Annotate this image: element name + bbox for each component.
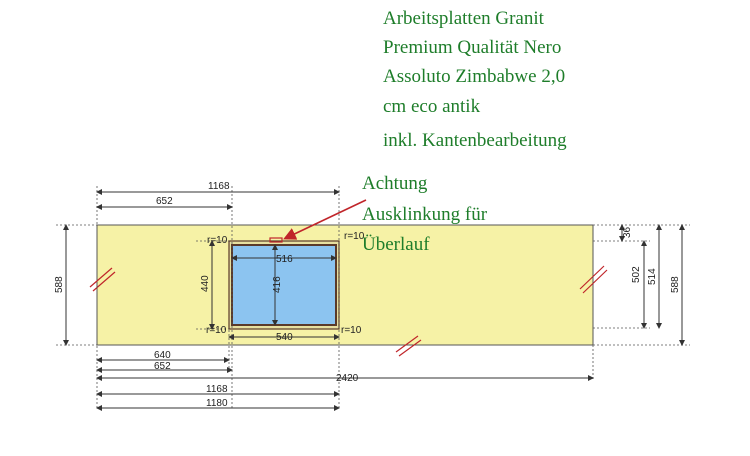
- dim-top-1168-label: 1168: [208, 181, 230, 192]
- title-line-3: Assoluto Zimbabwe 2,0: [383, 66, 565, 87]
- dim-bottom-1168-label: 1168: [206, 384, 228, 395]
- note-block: Achtung Ausklinkung für Überlauf: [362, 173, 488, 255]
- break-mark-bottom: [395, 335, 422, 357]
- dim-top-652-label: 652: [156, 196, 173, 207]
- overflow-notch: [269, 237, 283, 243]
- radius-label-bottom-left: r=10: [206, 325, 227, 336]
- dim-bottom-640-label: 640: [154, 350, 171, 361]
- title-block: Arbeitsplatten Granit Premium Qualität N…: [383, 8, 567, 151]
- dim-right-514-label: 514: [647, 268, 658, 285]
- radius-label-top-left: r=10: [207, 235, 228, 246]
- dim-right-502-label: 502: [631, 266, 642, 283]
- dim-bottom-2420-label: 2420: [336, 373, 359, 384]
- dim-bottom-1180-label: 1180: [206, 398, 228, 409]
- break-mark-right: [579, 265, 608, 294]
- radius-label-top-right: r=10: [344, 231, 365, 242]
- countertop: [96, 224, 594, 346]
- dim-cut-540-label: 540: [276, 332, 293, 343]
- title-line-4: cm eco antik: [383, 96, 481, 117]
- note-line-2: Ausklinkung für: [362, 204, 488, 225]
- radius-label-bottom-right: r=10: [341, 325, 362, 336]
- dim-left-588-label: 588: [54, 276, 65, 293]
- note-line-1: Achtung: [362, 173, 428, 194]
- title-line-5: inkl. Kantenbearbeitung: [383, 130, 567, 151]
- note-arrow: [283, 199, 367, 240]
- title-line-2: Premium Qualität Nero: [383, 37, 561, 58]
- title-line-1: Arbeitsplatten Granit: [383, 8, 545, 29]
- dim-right-588-label: 588: [670, 276, 681, 293]
- dim-right-small-label: 36: [622, 226, 633, 238]
- dim-cut-416-label: 416: [272, 276, 283, 293]
- dim-cut-516-label: 516: [276, 254, 293, 265]
- note-line-3: Überlauf: [362, 234, 430, 255]
- dim-cut-440-label: 440: [200, 275, 211, 292]
- dim-bottom-652-label: 652: [154, 361, 171, 372]
